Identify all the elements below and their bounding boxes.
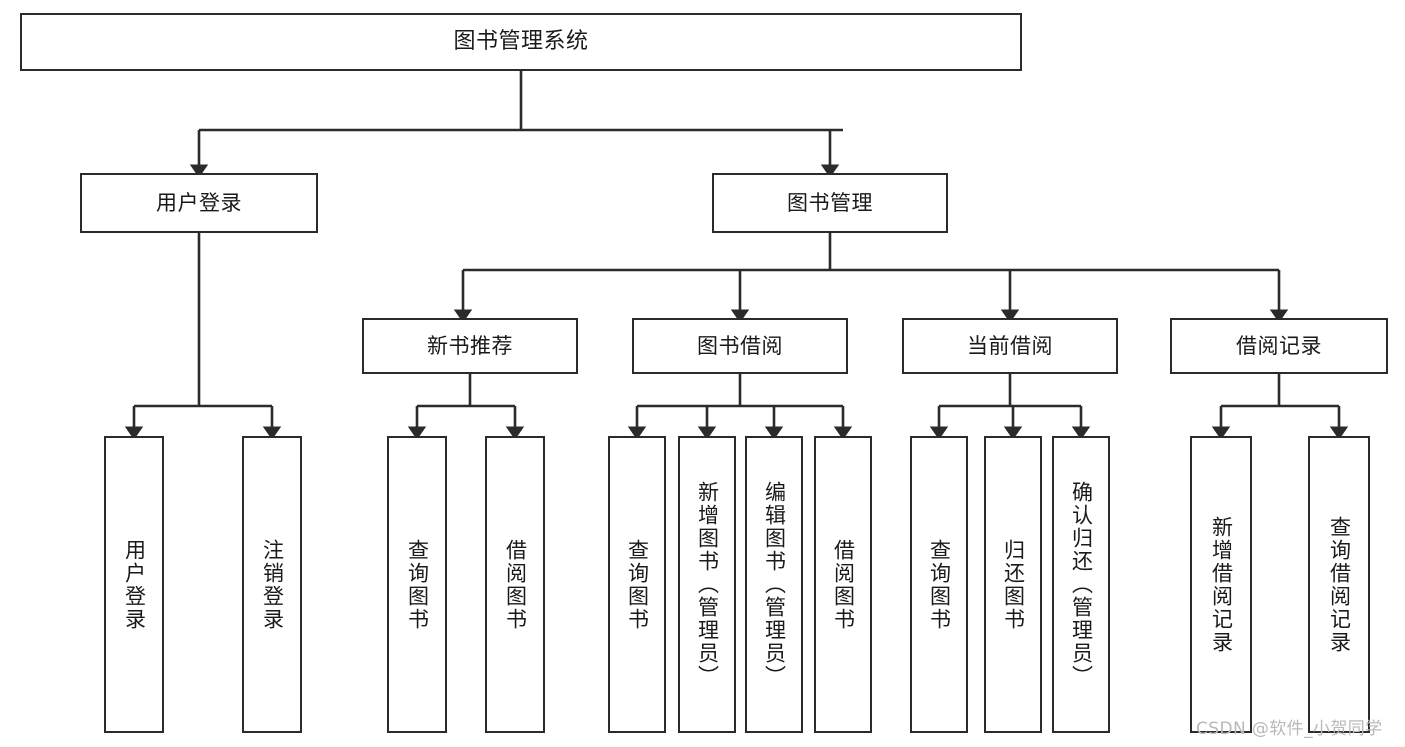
leaf-query-book-current[interactable]: 查询图书 — [910, 436, 968, 733]
leaf-logout-label: 注销登录 — [260, 538, 285, 631]
node-book-borrow-label: 图书借阅 — [697, 333, 783, 358]
leaf-add-borrow-record-label: 新增借阅记录 — [1209, 515, 1234, 654]
leaf-user-login[interactable]: 用户登录 — [104, 436, 164, 733]
leaf-borrow-book-label: 借阅图书 — [831, 538, 856, 631]
leaf-confirm-return-admin-label: 确认归还（管理员） — [1069, 481, 1094, 688]
node-user-login-label: 用户登录 — [156, 190, 242, 215]
leaf-query-book[interactable]: 查询图书 — [608, 436, 666, 733]
leaf-user-login-label: 用户登录 — [122, 538, 147, 631]
leaf-return-book-label: 归还图书 — [1001, 538, 1026, 631]
node-root[interactable]: 图书管理系统 — [20, 13, 1022, 71]
csdn-watermark: CSDN @软件_小贺同学 — [1196, 719, 1383, 739]
node-root-label: 图书管理系统 — [453, 29, 589, 55]
leaf-logout[interactable]: 注销登录 — [242, 436, 302, 733]
leaf-edit-book-admin[interactable]: 编辑图书（管理员） — [745, 436, 803, 733]
node-borrow-records-label: 借阅记录 — [1236, 333, 1322, 358]
leaf-add-borrow-record[interactable]: 新增借阅记录 — [1190, 436, 1252, 733]
node-borrow-records[interactable]: 借阅记录 — [1170, 318, 1388, 374]
leaf-borrow-book-new-label: 借阅图书 — [503, 538, 528, 631]
node-user-login[interactable]: 用户登录 — [80, 173, 318, 233]
leaf-query-borrow-record-label: 查询借阅记录 — [1327, 515, 1352, 654]
node-new-book-recommend-label: 新书推荐 — [427, 333, 513, 358]
leaf-add-book-admin-label: 新增图书（管理员） — [695, 481, 720, 688]
node-current-borrow[interactable]: 当前借阅 — [902, 318, 1118, 374]
node-new-book-recommend[interactable]: 新书推荐 — [362, 318, 578, 374]
leaf-edit-book-admin-label: 编辑图书（管理员） — [762, 481, 787, 688]
leaf-borrow-book[interactable]: 借阅图书 — [814, 436, 872, 733]
node-book-borrow[interactable]: 图书借阅 — [632, 318, 848, 374]
leaf-add-book-admin[interactable]: 新增图书（管理员） — [678, 436, 736, 733]
leaf-borrow-book-new[interactable]: 借阅图书 — [485, 436, 545, 733]
leaf-query-book-current-label: 查询图书 — [927, 538, 952, 631]
leaf-confirm-return-admin[interactable]: 确认归还（管理员） — [1052, 436, 1110, 733]
leaf-query-book-new[interactable]: 查询图书 — [387, 436, 447, 733]
leaf-query-borrow-record[interactable]: 查询借阅记录 — [1308, 436, 1370, 733]
node-book-management-label: 图书管理 — [787, 190, 873, 215]
leaf-return-book[interactable]: 归还图书 — [984, 436, 1042, 733]
leaf-query-book-new-label: 查询图书 — [405, 538, 430, 631]
node-book-management[interactable]: 图书管理 — [712, 173, 948, 233]
leaf-query-book-label: 查询图书 — [625, 538, 650, 631]
node-current-borrow-label: 当前借阅 — [967, 333, 1053, 358]
